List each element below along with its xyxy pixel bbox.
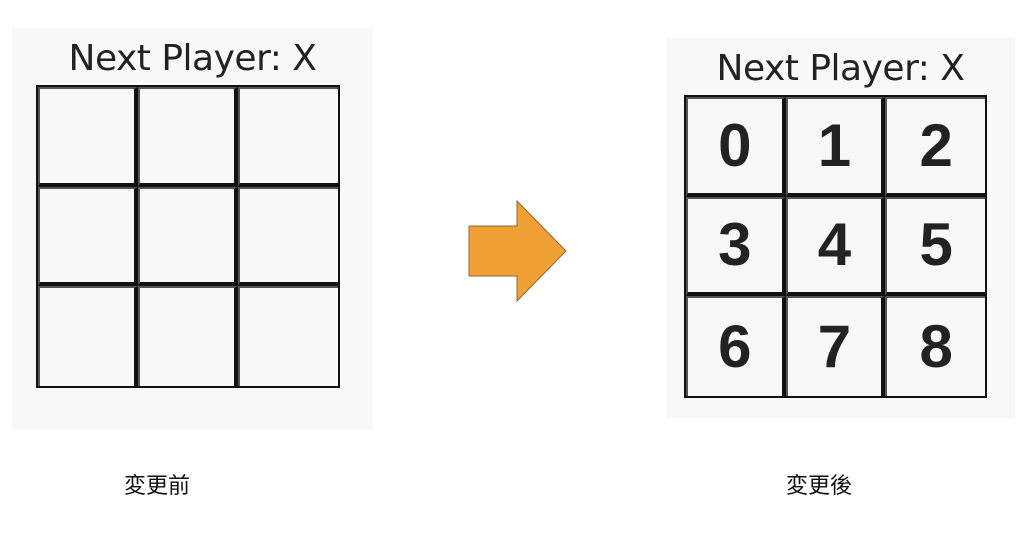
caption-before: 変更前 bbox=[124, 474, 191, 499]
board-square[interactable]: 1 bbox=[785, 97, 886, 197]
board-square[interactable]: 5 bbox=[885, 196, 985, 297]
status-text: Next Player: X bbox=[716, 48, 965, 89]
board-square[interactable] bbox=[38, 87, 138, 187]
right-arrow-icon bbox=[468, 199, 567, 303]
status-text: Next Player: X bbox=[68, 38, 317, 79]
board-square[interactable] bbox=[238, 286, 338, 386]
board-square[interactable] bbox=[238, 186, 338, 287]
board-square[interactable]: 4 bbox=[785, 196, 886, 297]
game-board: 0 1 2 3 4 5 6 7 8 bbox=[684, 95, 987, 398]
board-square[interactable] bbox=[138, 186, 238, 287]
board-square[interactable] bbox=[238, 87, 338, 187]
arrow-shape bbox=[468, 199, 567, 303]
board-square[interactable] bbox=[38, 286, 138, 386]
board-square[interactable] bbox=[38, 186, 138, 287]
caption-after: 変更後 bbox=[786, 474, 853, 499]
board-square[interactable]: 0 bbox=[686, 97, 786, 197]
board-square[interactable]: 3 bbox=[686, 196, 786, 297]
board-after-panel: Next Player: X 0 1 2 3 4 5 6 7 8 bbox=[666, 38, 1015, 418]
board-square[interactable]: 8 bbox=[885, 296, 985, 396]
board-square[interactable] bbox=[138, 87, 238, 187]
game-board bbox=[36, 85, 340, 388]
board-before-panel: Next Player: X bbox=[12, 28, 373, 430]
board-square[interactable] bbox=[138, 286, 238, 386]
board-square[interactable]: 6 bbox=[686, 296, 786, 396]
board-square[interactable]: 7 bbox=[785, 296, 886, 396]
board-square[interactable]: 2 bbox=[885, 97, 985, 197]
